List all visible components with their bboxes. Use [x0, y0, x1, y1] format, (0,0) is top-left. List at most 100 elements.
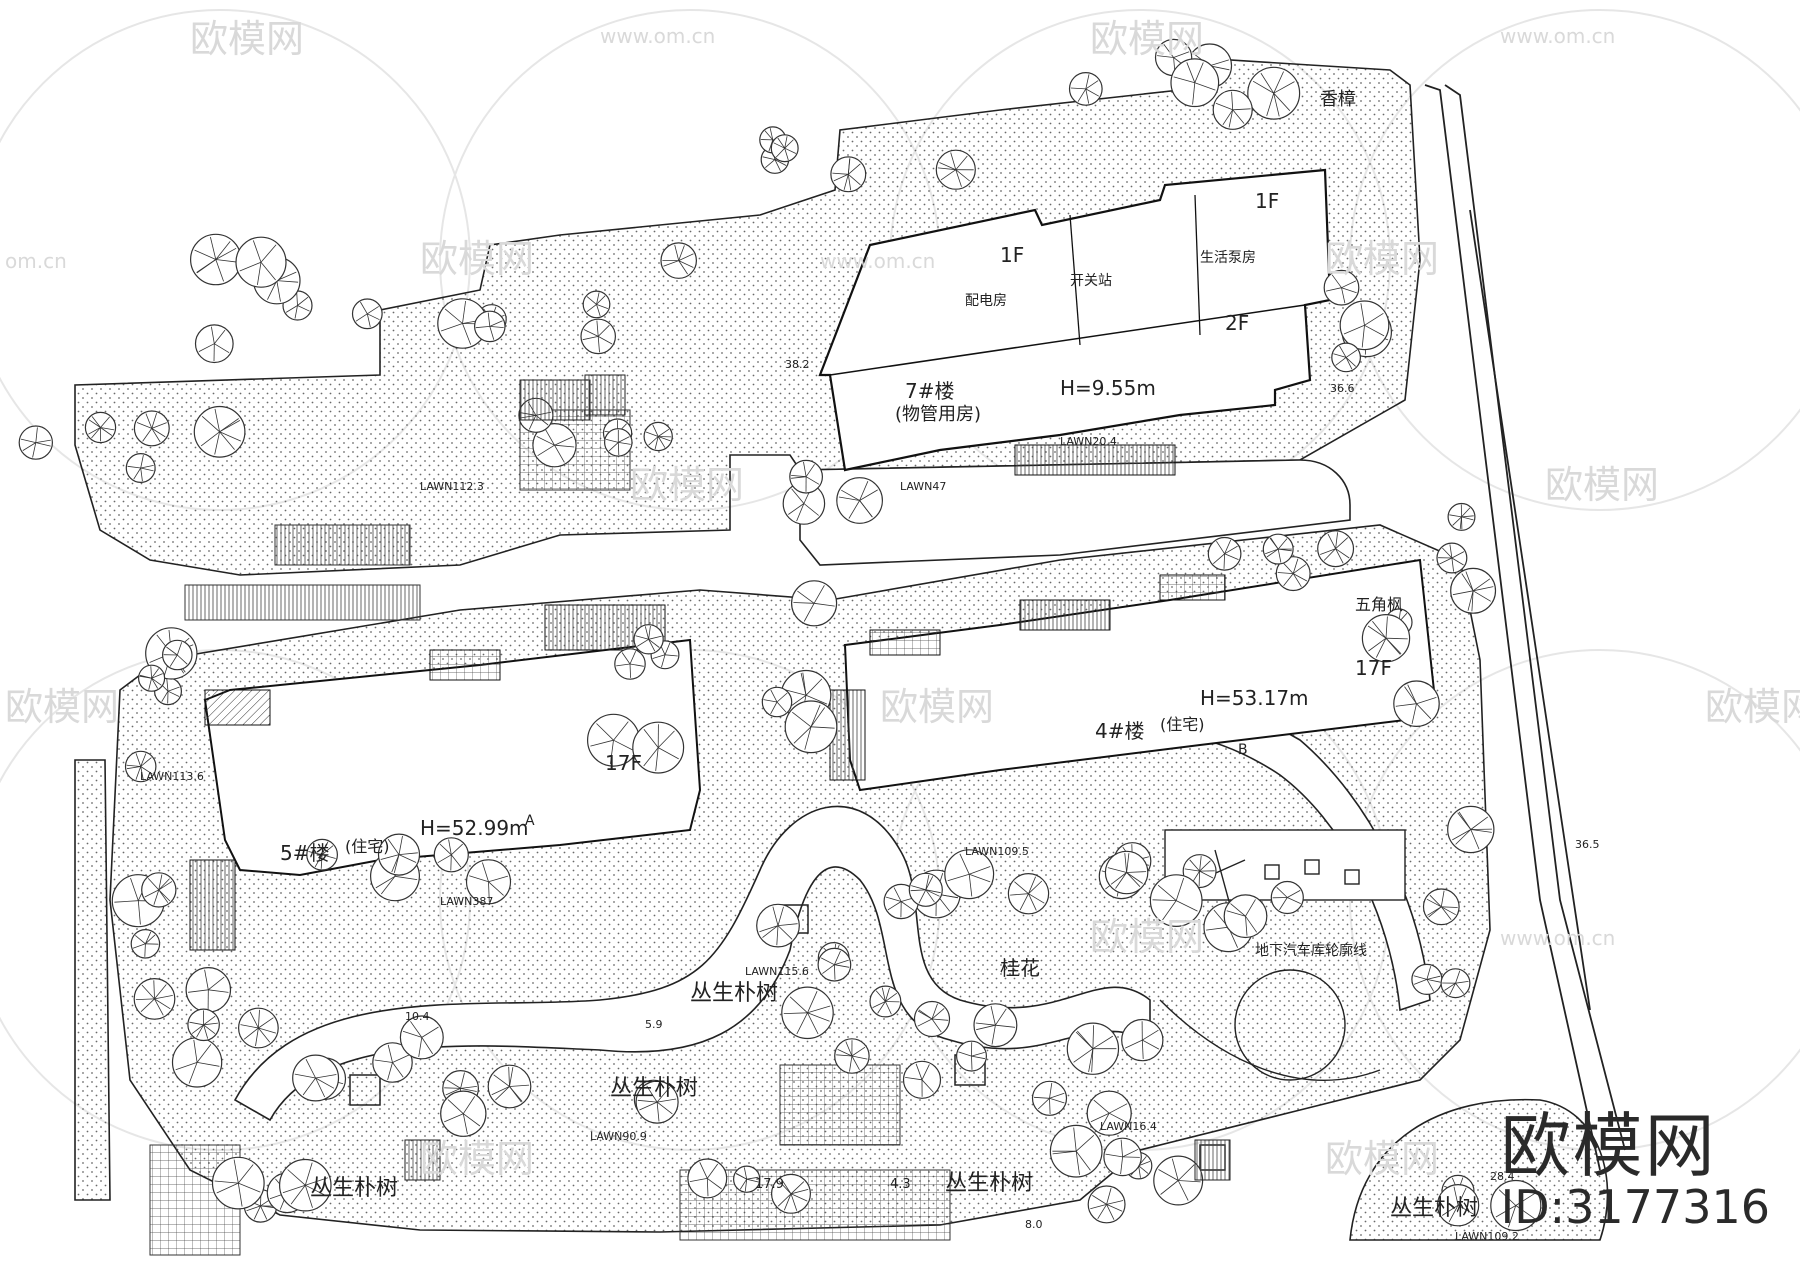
tree-branch-line	[1049, 1082, 1053, 1099]
tree-branch-line	[114, 900, 139, 903]
tree-branch-line	[469, 875, 489, 883]
building-5	[189, 604, 702, 951]
tree-branch-line	[213, 329, 226, 344]
tree-branch-line	[239, 261, 262, 272]
tree-branch-line	[618, 442, 631, 445]
tree-branch-line	[971, 1055, 986, 1060]
tree-branch-line	[1273, 71, 1284, 94]
tree-branch-line	[219, 431, 235, 450]
tree-branch-line	[958, 1051, 972, 1057]
tree-branch-line	[1441, 906, 1458, 908]
tree-branch-line	[1152, 899, 1177, 901]
tree-branch-line	[1335, 357, 1347, 366]
tree-branch-line	[1049, 1092, 1065, 1099]
lawn-label-4: LAWN113.6	[140, 770, 204, 783]
tree-branch-line	[151, 428, 161, 443]
tree-branch-line	[447, 1099, 464, 1114]
tree-branch-line	[1099, 1113, 1110, 1132]
tree-branch-line	[1097, 1204, 1107, 1220]
tree-branch-line	[150, 666, 152, 679]
tree-branch-line	[287, 1169, 306, 1186]
tree-branch-line	[1194, 62, 1204, 83]
tree-branch-line	[1160, 1180, 1179, 1195]
tree-branch-line	[616, 663, 631, 667]
tree-branch-line	[1453, 1186, 1459, 1206]
tree-branch-line	[1076, 1030, 1094, 1049]
wm-brand-4: 欧模网	[1325, 237, 1439, 281]
tree-branch-line	[1385, 616, 1388, 639]
tree-branch-line	[35, 439, 51, 443]
tree-branch-line	[1273, 92, 1291, 111]
tree-branch-line	[1209, 59, 1230, 67]
tree-branch-line	[440, 323, 463, 332]
tree-branch-line	[460, 1072, 465, 1089]
tree-branch-line	[374, 1059, 393, 1063]
b7-1f-a: 1F	[1000, 243, 1024, 267]
b7-name: 7#楼	[905, 379, 954, 403]
tree-branch-line	[391, 854, 400, 873]
tree-branch-line	[1028, 893, 1037, 911]
east-road	[1424, 84, 1626, 1171]
tree-branch-line	[1411, 703, 1417, 725]
tree-branch-line	[238, 1182, 261, 1193]
curved-promenade	[233, 805, 1151, 1122]
tree-branch-line	[137, 900, 141, 925]
b4-height: H=53.17m	[1200, 686, 1309, 710]
tree-branch-line	[151, 668, 160, 679]
tree-branch-line	[392, 1054, 410, 1063]
tree-branch-line	[770, 689, 778, 703]
tree-branch-line	[1171, 1158, 1179, 1181]
tree-branch-line	[214, 431, 220, 455]
tree-branch-line	[1199, 870, 1214, 879]
tree-branch-line	[851, 1055, 868, 1060]
tree-branch-line	[1287, 897, 1301, 904]
tree-branch-line	[937, 167, 956, 171]
tree-branch-line	[20, 438, 36, 443]
tree-branch-line	[618, 436, 630, 443]
tree-branch-line	[1105, 1153, 1123, 1158]
tree-branch-line	[1075, 1135, 1095, 1152]
tree-branch-line	[1416, 697, 1437, 705]
planting-labels: 丛生朴树 丛生朴树 丛生朴树 丛生朴树 丛生朴树 五角枫 桂花 香樟	[310, 89, 1478, 1221]
tree-branch-line	[32, 442, 37, 458]
tree-branch-line	[656, 1101, 673, 1115]
tree-branch-line	[918, 889, 927, 904]
tree-branch-line	[995, 1008, 1007, 1026]
tree-branch-line	[777, 906, 784, 926]
tree-branch-line	[1090, 1204, 1107, 1210]
tree-branch-line	[797, 590, 815, 604]
b7-2f: 2F	[1225, 311, 1249, 335]
tree-branch-line	[460, 1086, 477, 1089]
tree-branch-line	[1106, 1204, 1115, 1220]
tree-branch-line	[1455, 970, 1461, 984]
tree-branch-line	[380, 876, 396, 895]
building-labels: 1F 1F 2F 配电房 开关站 生活泵房 7#楼 (物管用房) H=9.55m…	[280, 189, 1392, 865]
tree-branch-line	[1125, 1039, 1143, 1049]
plant-label-8: 香樟	[1320, 89, 1356, 110]
tree-branch-line	[1325, 287, 1342, 292]
tree-branch-line	[1120, 1156, 1123, 1175]
tree-branch-line	[931, 1018, 942, 1033]
tree-branch-line	[900, 901, 915, 911]
tree-branch-line	[746, 1178, 759, 1183]
tree-branch-line	[215, 259, 239, 263]
tree-branch-line	[1178, 1180, 1201, 1183]
tree-branch-line	[151, 677, 159, 689]
tree-branch-line	[141, 984, 155, 1000]
tree-branch-line	[475, 326, 490, 329]
wm-url-4: www.om.cn	[1500, 926, 1615, 950]
tree-branch-line	[859, 481, 869, 501]
tree-branch-line	[193, 1039, 198, 1063]
tree-branch-line	[1360, 303, 1365, 326]
tree-branch-line	[1028, 876, 1036, 894]
tree-branch-line	[489, 326, 504, 328]
b7-height: H=9.55m	[1060, 376, 1156, 400]
tree-branch-line	[810, 704, 821, 727]
tree-branch-line	[834, 950, 841, 965]
tree-branch-line	[678, 245, 685, 261]
tree-branch-line	[777, 925, 793, 940]
tree-branch-line	[462, 300, 466, 324]
tree-branch-line	[308, 851, 323, 856]
tree-branch-line	[1216, 540, 1225, 555]
tree-branch-line	[793, 602, 815, 604]
